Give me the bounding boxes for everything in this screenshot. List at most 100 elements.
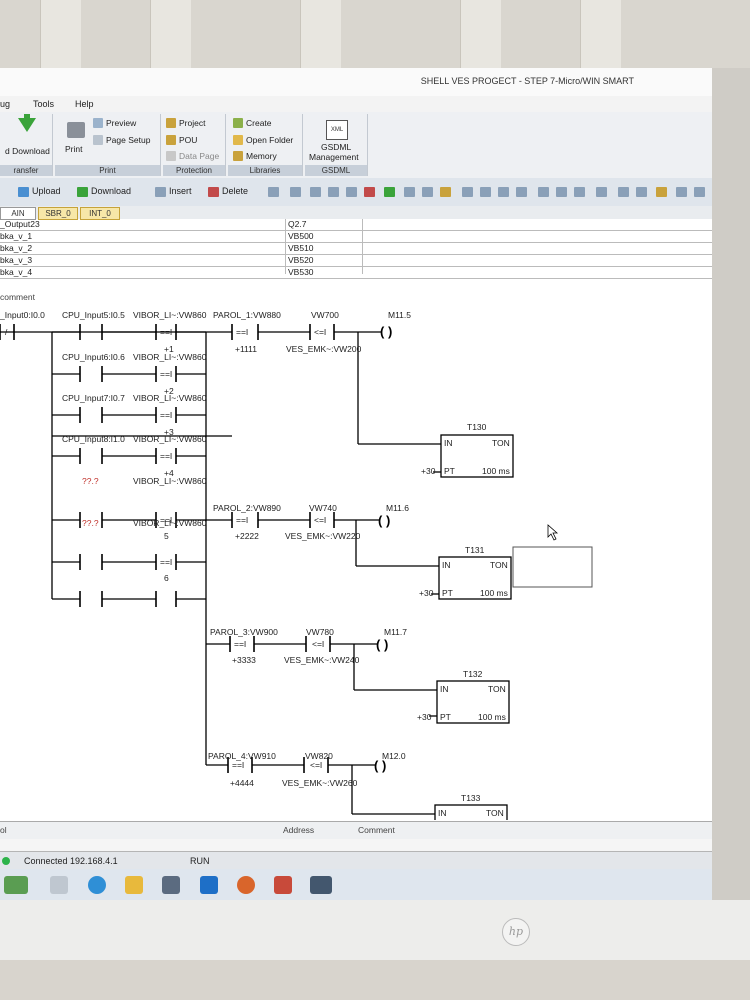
network-comment[interactable]: comment	[0, 292, 35, 302]
toolbar-icon[interactable]	[290, 187, 301, 197]
timer-label-t130[interactable]: T130	[467, 422, 487, 432]
compare-label-vibor[interactable]: VIBOR_LI~:VW860	[133, 352, 207, 362]
tab-int0[interactable]: INT_0	[80, 207, 120, 220]
file-explorer-icon[interactable]	[125, 876, 143, 894]
compare-label-vw820[interactable]: VW820	[305, 751, 333, 761]
app-icon[interactable]	[274, 876, 292, 894]
toolbar-icon[interactable]	[596, 187, 607, 197]
toolbar-icon[interactable]	[422, 187, 433, 197]
toolbar-icon[interactable]	[268, 187, 279, 197]
output-coil[interactable]: ( )	[378, 513, 390, 528]
compare-label-vw780[interactable]: VW780	[306, 627, 334, 637]
toolbar-icon[interactable]	[676, 187, 687, 197]
timer-label-t133[interactable]: T133	[461, 793, 481, 803]
compare-label-ves200[interactable]: VES_EMK~:VW200	[286, 344, 362, 354]
delete-button[interactable]: Delete	[222, 186, 249, 196]
compare-label-vw700[interactable]: VW700	[311, 310, 339, 320]
create-button[interactable]: Create	[233, 118, 272, 128]
compare-label-vibor[interactable]: VIBOR_LI~:VW860	[133, 310, 207, 320]
toolbar-icon[interactable]	[656, 187, 667, 197]
gsdml-management-button[interactable]: Management	[309, 152, 359, 162]
timer-label-t132[interactable]: T132	[463, 669, 483, 679]
preview-button[interactable]: Preview	[93, 118, 136, 128]
page-setup-button[interactable]: Page Setup	[93, 135, 150, 145]
coil-label-m120[interactable]: M12.0	[382, 751, 406, 761]
compare-label-vibor[interactable]: VIBOR_LI~:VW860	[133, 393, 207, 403]
toolbar-icon[interactable]	[694, 187, 705, 197]
toolbar-icon[interactable]	[440, 187, 451, 197]
menu-help[interactable]: Help	[75, 99, 94, 109]
store-icon[interactable]	[162, 876, 180, 894]
insert-button[interactable]: Insert	[169, 186, 192, 196]
toolbar-icon[interactable]	[618, 187, 629, 197]
toolbar-icon[interactable]	[310, 187, 321, 197]
compare-label-parol1[interactable]: PAROL_1:VW880	[213, 310, 281, 320]
contact-label-unknown[interactable]: ??.?	[82, 476, 99, 486]
toolbar-icon[interactable]	[556, 187, 567, 197]
contact-label-cpu6[interactable]: CPU_Input6:I0.6	[62, 352, 125, 362]
compare-label-parol2[interactable]: PAROL_2:VW890	[213, 503, 281, 513]
menu-tools[interactable]: Tools	[33, 99, 55, 109]
contact-label-cpu8[interactable]: CPU_Input8:I1.0	[62, 434, 125, 444]
compare-label-ves240[interactable]: VES_EMK~:VW240	[284, 655, 360, 665]
memory-button[interactable]: Memory	[233, 151, 277, 161]
download-button[interactable]: d Download	[5, 146, 50, 156]
outlook-icon[interactable]	[200, 876, 218, 894]
open-folder-button[interactable]: Open Folder	[233, 135, 293, 145]
pou-button[interactable]: POU	[166, 135, 197, 145]
toolbar-icon[interactable]	[364, 187, 375, 197]
output-coil[interactable]: ( )	[380, 324, 392, 339]
download-toolbar-button[interactable]: Download	[91, 186, 132, 196]
contact-label-cpu7[interactable]: CPU_Input7:I0.7	[62, 393, 125, 403]
toolbar-icon[interactable]	[574, 187, 585, 197]
coil-label-m115[interactable]: M11.5	[388, 310, 411, 320]
gsdml-label-1[interactable]: GSDML	[321, 142, 352, 152]
toolbar-icon[interactable]	[498, 187, 509, 197]
toolbar-icon[interactable]	[480, 187, 491, 197]
timer-label-t131[interactable]: T131	[465, 545, 485, 555]
compare-label-ves220[interactable]: VES_EMK~:VW220	[285, 531, 361, 541]
compare-label-vw740[interactable]: VW740	[309, 503, 337, 513]
compare-label-vibor[interactable]: VIBOR_LI~:VW860	[133, 476, 207, 486]
toolbar-icon[interactable]	[404, 187, 415, 197]
column-header-address[interactable]: Address	[283, 825, 315, 835]
edge-browser-icon[interactable]	[88, 876, 106, 894]
upload-button[interactable]: Upload	[32, 186, 61, 196]
project-button[interactable]: Project	[166, 118, 205, 128]
toolbar-icon[interactable]	[346, 187, 357, 197]
toolbar-icon[interactable]	[636, 187, 647, 197]
app-logo-icon[interactable]	[4, 876, 28, 894]
compare-label-parol4[interactable]: PAROL_4:VW910	[208, 751, 276, 761]
toolbar-icon[interactable]	[462, 187, 473, 197]
coil-label-m117[interactable]: M11.7	[384, 627, 407, 637]
data-page-button[interactable]: Data Page	[166, 151, 219, 161]
column-header-symbol[interactable]: ol	[0, 825, 7, 835]
compare-label-vibor[interactable]: VIBOR_LI~:VW860	[133, 434, 207, 444]
compare-label-ves260[interactable]: VES_EMK~:VW260	[282, 778, 358, 788]
toolbar-icon[interactable]	[516, 187, 527, 197]
coil-label-m116[interactable]: M11.6	[386, 503, 409, 513]
step7-taskbar-icon[interactable]	[310, 876, 332, 894]
print-button[interactable]: Print	[65, 144, 83, 154]
compare-label-vibor[interactable]: VIBOR_LI~:VW860	[133, 518, 207, 528]
output-coil[interactable]: ( )	[376, 637, 388, 652]
menu-debug[interactable]: ug	[0, 99, 11, 109]
toolbar-icon[interactable]	[328, 187, 339, 197]
contact-label-cpu5[interactable]: CPU_Input5:I0.5	[62, 310, 125, 320]
output-coil[interactable]: ( )	[374, 758, 386, 773]
column-header-comment[interactable]: Comment	[358, 825, 395, 835]
contact-label-unknown[interactable]: ??.?	[82, 518, 99, 528]
contact-label-input0[interactable]: _Input0:I0.0	[0, 310, 45, 320]
tab-sbr0[interactable]: SBR_0	[38, 207, 78, 220]
task-view-icon[interactable]	[50, 876, 68, 894]
paint-icon[interactable]	[237, 876, 255, 894]
toolbar-icon[interactable]	[538, 187, 549, 197]
compare-label-parol3[interactable]: PAROL_3:VW900	[210, 627, 278, 637]
toolbar-icon[interactable]	[384, 187, 395, 197]
tab-main[interactable]: AIN	[0, 207, 36, 220]
